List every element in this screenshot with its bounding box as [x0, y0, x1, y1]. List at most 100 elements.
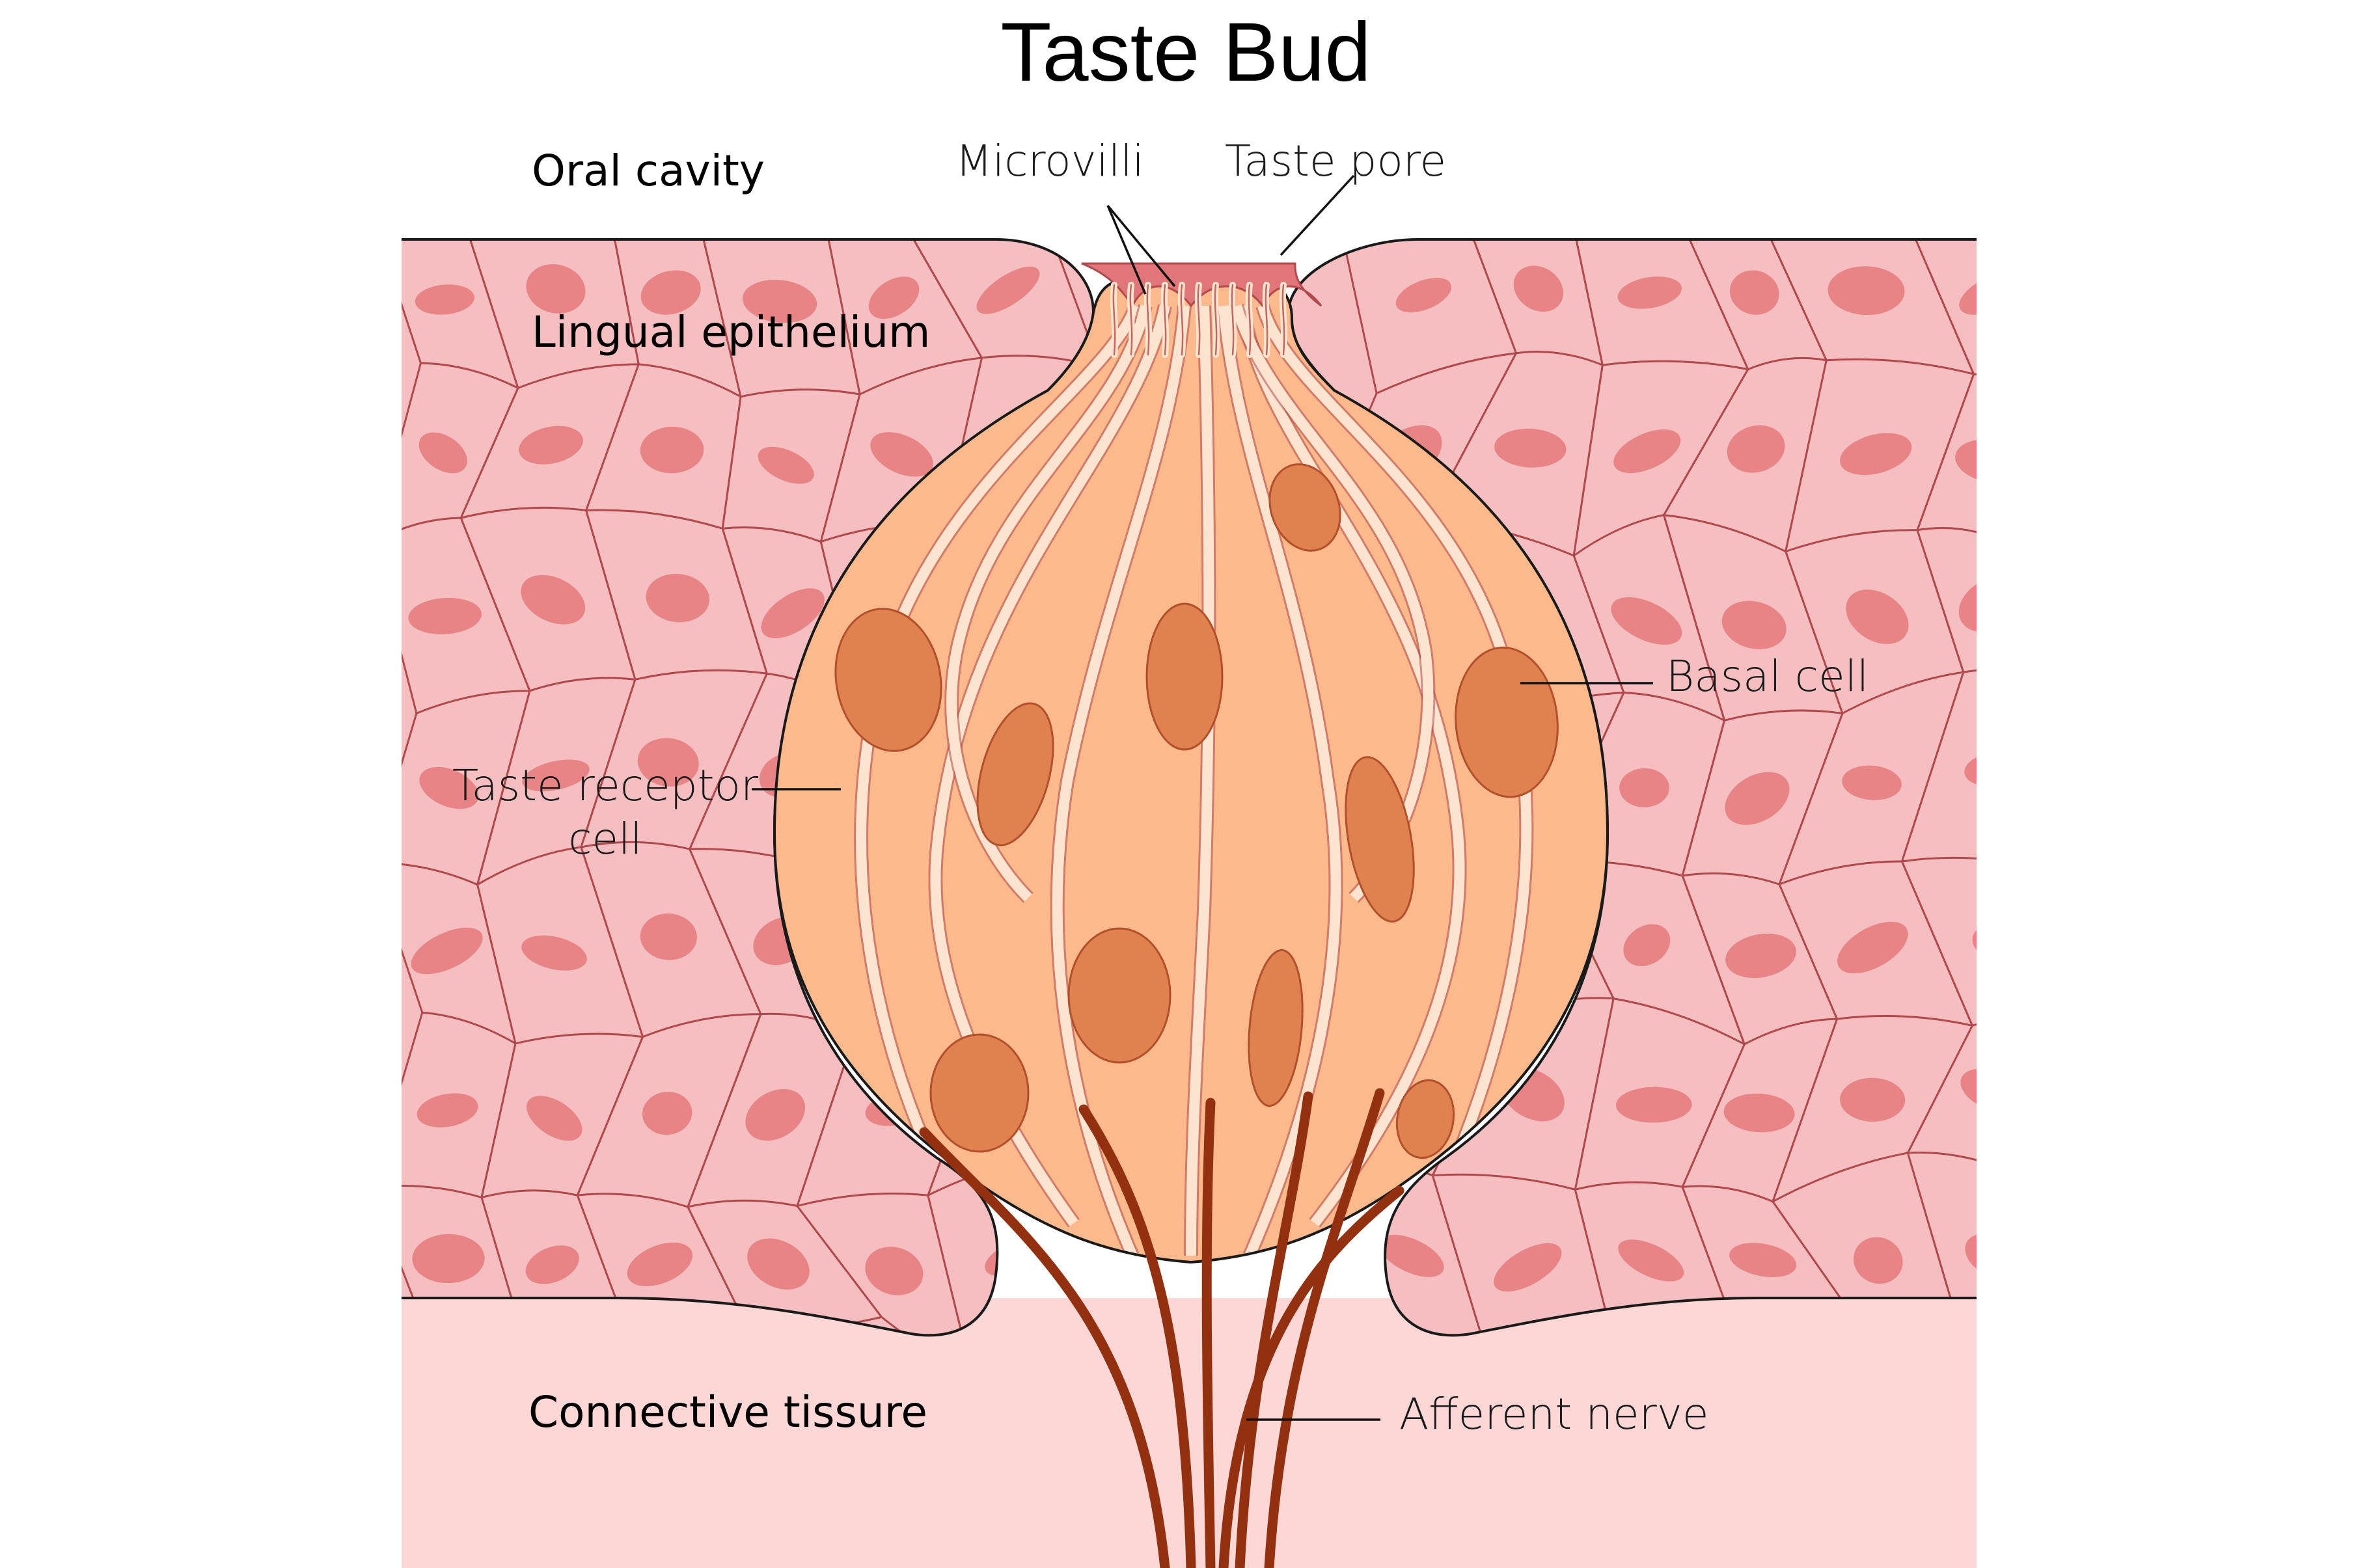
taste-receptor-label-line1: Taste receptor: [452, 761, 759, 811]
microvilli: [1110, 282, 1288, 358]
epithelial-nucleus: [1494, 428, 1567, 468]
epithelial-cell: [1900, 856, 1977, 1029]
epithelial-nucleus: [1725, 933, 1796, 979]
epithelial-nucleus: [745, 1088, 806, 1141]
afferent-nerve-label: Afferent nerve: [1399, 1389, 1708, 1439]
epithelial-nucleus: [640, 270, 701, 315]
epithelial-nucleus: [1727, 425, 1785, 473]
epithelial-nucleus: [1840, 433, 1912, 475]
epithelial-nucleus: [761, 588, 825, 638]
nerve-fiber: [1264, 1088, 1385, 1568]
taste-cell-nucleus: [1067, 927, 1171, 1064]
epithelial-nucleus: [1379, 1234, 1444, 1277]
taste-cell-membrane: [1186, 305, 1214, 1256]
epithelial-nucleus: [1623, 924, 1671, 967]
lingual-epithelium-label: Lingual epithelium: [532, 307, 930, 357]
epithelial-nucleus: [417, 1093, 478, 1128]
leader-lines: [752, 174, 1653, 1421]
taste-cell-nucleus: [1268, 463, 1341, 552]
microvillus-outline: [1231, 284, 1235, 356]
microvilli-leader-b: [1106, 204, 1176, 288]
epithelial-nucleus: [1842, 765, 1902, 800]
epithelial-nucleus: [1615, 1087, 1692, 1123]
taste-cell-nucleus: [1345, 756, 1415, 923]
epithelial-nucleus: [1617, 276, 1682, 309]
taste-cell-nucleus: [976, 702, 1054, 846]
nerve-fiber: [1078, 1104, 1196, 1568]
epithelial-nucleus: [1955, 439, 1977, 483]
epithelial-nucleus: [527, 1096, 582, 1141]
epithelial-nucleus: [1618, 1239, 1684, 1282]
epithelial-nucleus: [526, 264, 586, 314]
epithelial-nucleus: [742, 280, 817, 323]
taste-cell-nucleus: [1145, 602, 1224, 751]
taste-receptor-label-line2: cell: [568, 814, 642, 864]
epithelial-nucleus: [415, 284, 474, 315]
epithelial-nucleus: [1611, 597, 1682, 645]
epithelial-nucleus: [521, 574, 586, 625]
epithelial-nucleus: [1828, 266, 1905, 316]
epithelial-nucleus: [1721, 601, 1787, 649]
epithelial-nucleus: [1513, 265, 1564, 312]
epithelial-nucleus: [519, 426, 583, 465]
nerve-fiber: [1235, 1091, 1313, 1568]
epithelial-nucleus: [870, 432, 933, 477]
epithelial-nucleus: [1729, 270, 1779, 315]
microvillus-outline: [1197, 284, 1201, 356]
epithelial-nucleus: [1729, 1243, 1797, 1278]
epithelial-nucleus: [1494, 1243, 1562, 1292]
afferent-nerve: [919, 1088, 1404, 1568]
oral-cavity-label: Oral cavity: [532, 146, 765, 196]
epithelial-nucleus: [1725, 772, 1790, 825]
epithelial-nucleus: [1972, 923, 1977, 962]
epithelial-nucleus: [868, 277, 920, 319]
epithelial-nucleus: [627, 1242, 693, 1286]
taste-pore-label: Taste pore: [1225, 136, 1446, 186]
taste-cell-nucleus: [834, 608, 942, 752]
epithelial-nucleus: [747, 1238, 810, 1290]
epithelial-nucleus: [640, 426, 704, 474]
epithelial-nucleus: [1619, 768, 1670, 807]
microvillus-outline: [1146, 284, 1150, 356]
taste-bud: [773, 278, 1609, 1264]
microvillus-outline: [1265, 284, 1268, 356]
taste-cell-membrane: [946, 304, 1151, 902]
epithelial-nucleus: [1837, 921, 1908, 974]
microvillus-outline: [1129, 284, 1133, 356]
epithelial-nucleus: [1395, 278, 1452, 313]
nerve-fiber: [1218, 1185, 1404, 1568]
epithelial-nucleus: [418, 432, 467, 474]
epithelial-nucleus: [642, 1091, 692, 1135]
microvillus-outline: [1163, 284, 1167, 356]
epithelial-nucleus: [1840, 1077, 1906, 1122]
nerve-fiber: [1201, 1098, 1216, 1568]
page-title: Taste Bud: [1000, 6, 1371, 99]
epithelial-nucleus: [646, 573, 710, 623]
epithelial-nucleus: [419, 766, 479, 809]
epithelial-nucleus: [1958, 577, 1977, 632]
microvillus-outline: [1248, 284, 1252, 356]
epithelial-cell: [1916, 527, 1977, 682]
taste-cell-nucleus: [1395, 1079, 1455, 1159]
epithelial-nucleus: [521, 935, 587, 971]
microvilli-label: Microvilli: [955, 136, 1144, 186]
epithelial-nucleus: [1959, 271, 1977, 315]
microvilli-leader-a: [1106, 205, 1147, 295]
microvillus-outline: [1180, 284, 1184, 356]
epithelial-nucleus: [1613, 429, 1681, 474]
nerve-fiber: [919, 1127, 1170, 1568]
epithelial-nucleus: [408, 597, 482, 634]
epithelial-cell: [1893, 239, 1977, 403]
epithelial-nucleus: [522, 759, 590, 792]
taste-cell-membrane: [1238, 304, 1465, 1226]
microvillus-outline: [1214, 284, 1218, 356]
microvillus-outline: [1281, 284, 1285, 356]
epithelial-nucleus: [525, 1245, 579, 1284]
epithelial-nucleus: [1853, 1237, 1903, 1284]
taste-cell-nucleus: [1455, 646, 1559, 798]
connective-tissue-label: Connective tissure: [528, 1387, 927, 1437]
epithelial-nucleus: [865, 1247, 924, 1295]
basal-cell-label: Basal cell: [1666, 651, 1869, 701]
epithelial-cell: [1906, 1152, 1977, 1336]
